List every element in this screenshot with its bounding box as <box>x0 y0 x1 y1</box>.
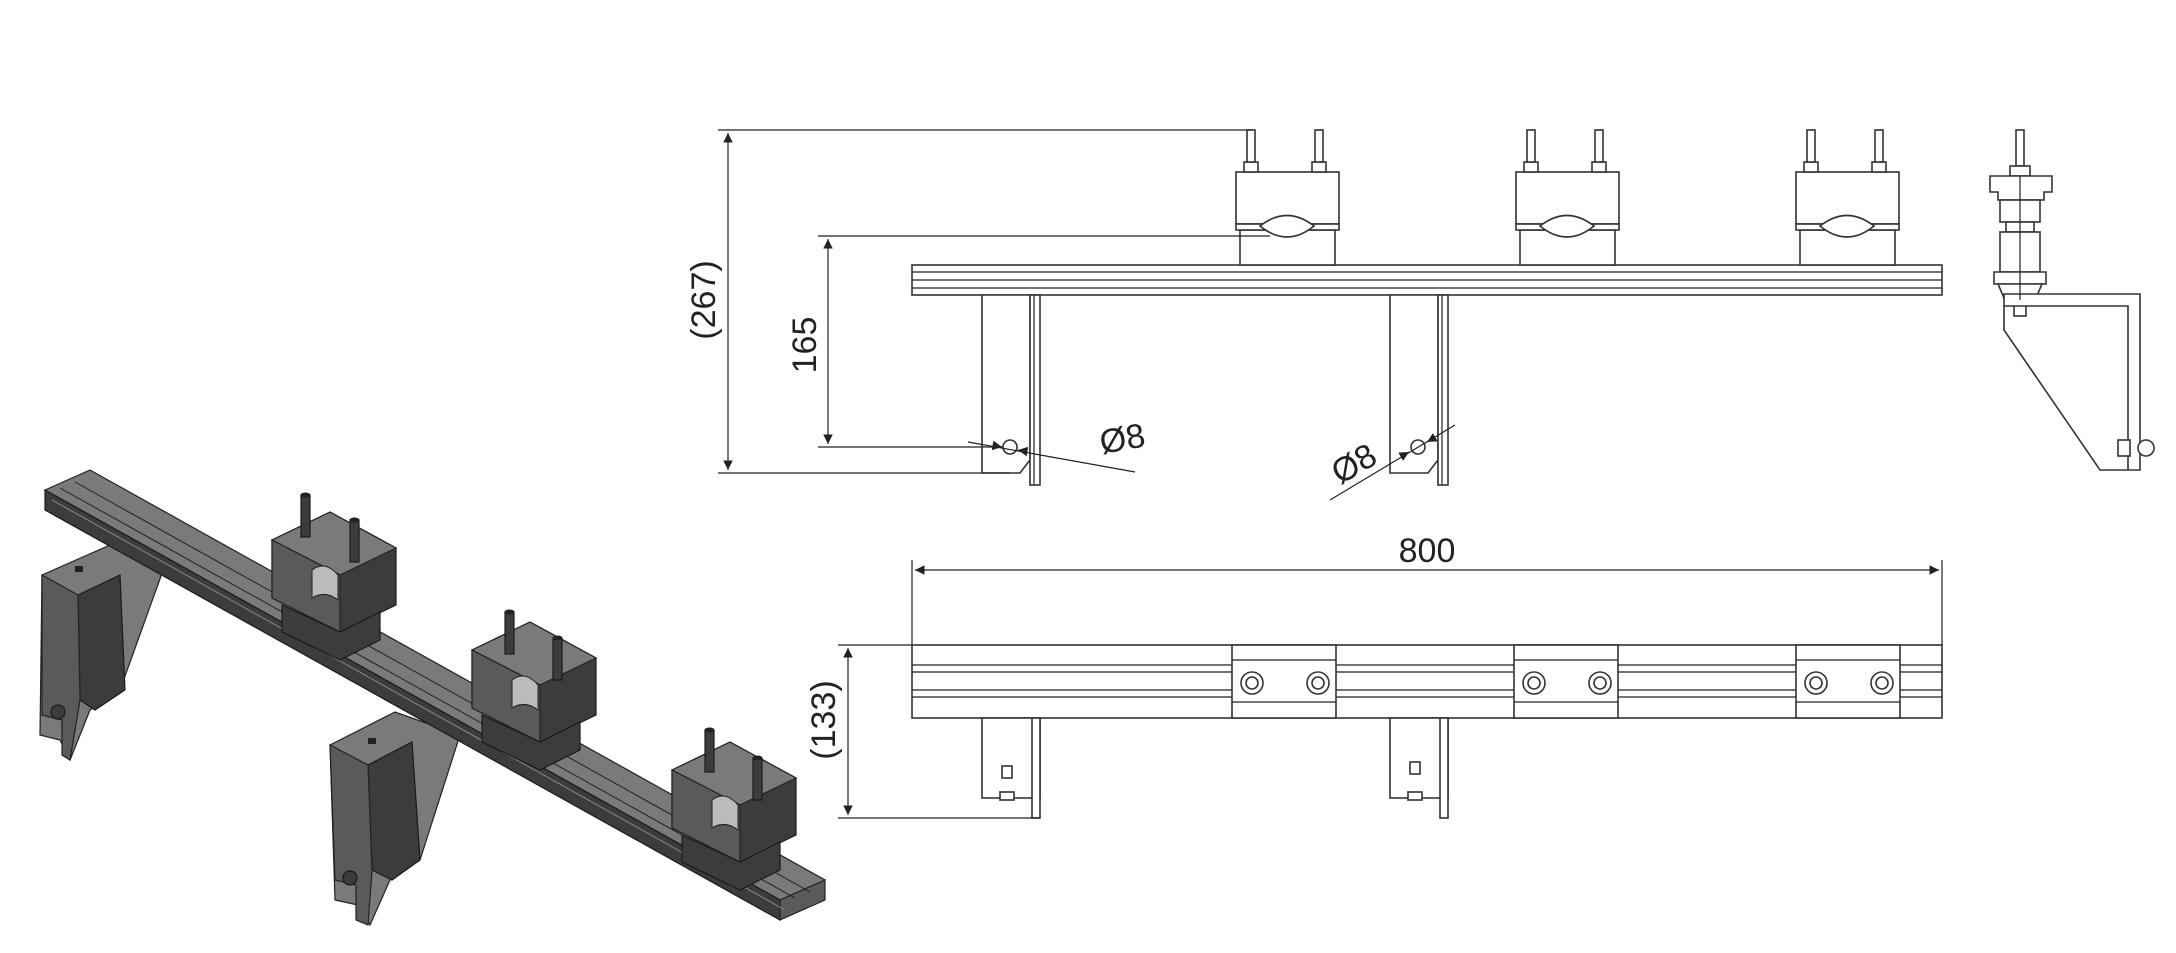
top-bracket-right <box>1389 717 1449 819</box>
side-view <box>1989 129 2155 471</box>
dimension-label-hole-left: Ø8 <box>1097 417 1148 462</box>
isometric-clamp-2 <box>470 609 598 771</box>
top-bracket-left <box>981 717 1041 819</box>
front-clamp-1 <box>1235 129 1340 266</box>
top-clamp-1 <box>1231 644 1337 719</box>
isometric-bracket-middle <box>329 711 461 927</box>
front-clamp-3 <box>1795 129 1900 266</box>
front-bracket-right <box>1389 294 1449 486</box>
dimension-rail-height: 165 <box>786 235 1270 448</box>
isometric-rail <box>43 469 827 922</box>
dimension-label-overall-height: (267) <box>685 260 723 339</box>
top-rail <box>911 644 1943 719</box>
dimension-overall-height: (267) <box>685 129 1250 474</box>
dimension-label-depth: (133) <box>805 680 843 759</box>
isometric-bracket-left <box>39 544 166 762</box>
front-view: (267) 165 Ø8 Ø8 <box>685 129 1943 501</box>
dimension-label-rail-height: 165 <box>786 317 824 374</box>
top-view: 800 (133) <box>805 532 1943 819</box>
isometric-clamp-1 <box>270 492 398 661</box>
top-clamp-3 <box>1795 644 1901 719</box>
top-clamp-2 <box>1513 644 1619 719</box>
dimension-label-length: 800 <box>1399 532 1456 570</box>
isometric-view <box>39 469 827 927</box>
dimension-length: 800 <box>911 532 1943 645</box>
front-bracket-left <box>981 294 1041 486</box>
dimension-label-hole-right: Ø8 <box>1325 436 1383 492</box>
isometric-clamp-3 <box>670 727 798 891</box>
front-clamp-2 <box>1515 129 1620 266</box>
dimension-hole-left: Ø8 <box>967 417 1148 473</box>
dimension-depth: (133) <box>805 644 1040 819</box>
